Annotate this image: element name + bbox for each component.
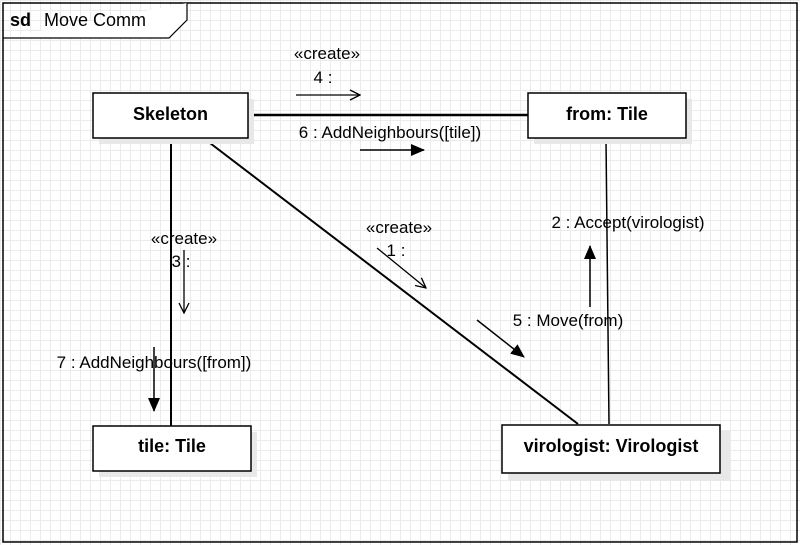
message-5-arrow <box>476 319 525 358</box>
frame-title: Move Comm <box>44 10 146 30</box>
frame-keyword: sd <box>10 10 31 30</box>
object-virologist[interactable]: virologist: Virologist <box>501 424 730 481</box>
message-2-label: 2 : Accept(virologist) <box>551 213 704 232</box>
object-skeleton-label: Skeleton <box>133 104 208 124</box>
object-from-tile-label: from: Tile <box>566 104 648 124</box>
frame-tab <box>3 3 188 39</box>
message-4-label: 4 : <box>314 68 333 87</box>
object-tile-tile[interactable]: tile: Tile <box>92 425 257 477</box>
message-1-stereotype: «create» <box>366 218 432 237</box>
object-virologist-label: virologist: Virologist <box>524 436 699 456</box>
object-tile-tile-label: tile: Tile <box>138 436 206 456</box>
message-6-label: 6 : AddNeighbours([tile]) <box>299 123 481 142</box>
message-1-label: 1 : <box>387 241 406 260</box>
message-3-stereotype: «create» <box>151 229 217 248</box>
object-from-tile[interactable]: from: Tile <box>527 92 692 144</box>
link-fromtile-virologist <box>605 139 610 425</box>
message-1-arrow <box>376 247 426 288</box>
object-skeleton[interactable]: Skeleton <box>92 92 254 144</box>
message-3-label: 3 : <box>172 252 191 271</box>
message-4-stereotype: «create» <box>294 44 360 63</box>
link-skeleton-virologist <box>205 139 579 425</box>
message-5-label: 5 : Move(from) <box>513 311 624 330</box>
